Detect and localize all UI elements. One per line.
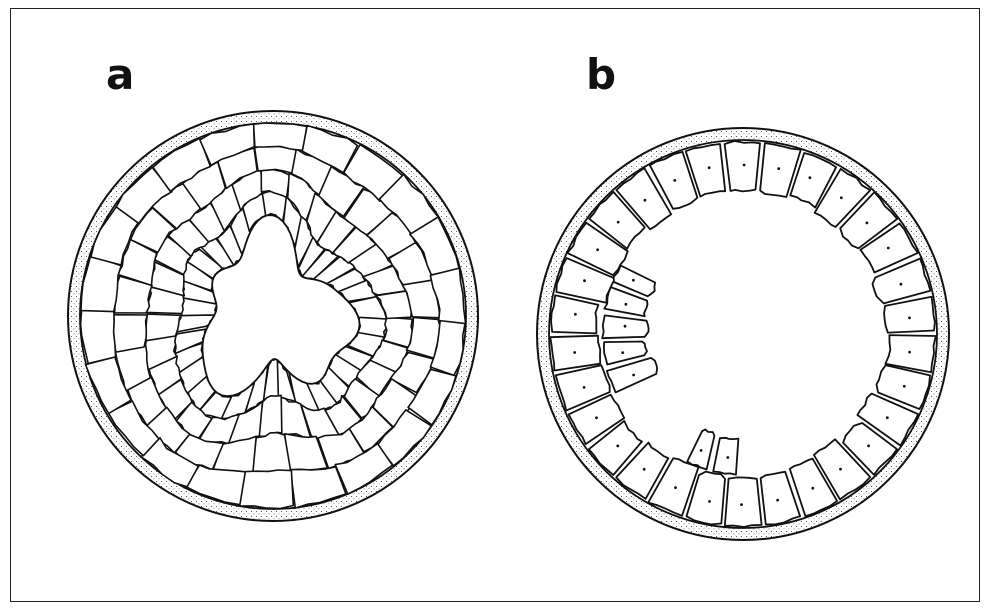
panel-b-cell-nucleus — [700, 449, 703, 452]
panel-a-cell — [114, 315, 148, 352]
panel-b-cell-nucleus — [840, 196, 843, 199]
panel-b-cell-nucleus — [583, 279, 586, 282]
panel-b-cell-nucleus — [621, 351, 624, 354]
panel-b-cell-nucleus — [867, 445, 870, 448]
panel-b-cell-nucleus — [583, 386, 586, 389]
panel-a-cell — [252, 433, 291, 473]
panel-b-cell — [725, 477, 762, 527]
panel-b-cell-nucleus — [644, 199, 647, 202]
panel-b-cell-nucleus — [900, 283, 903, 286]
panel-a-label: a — [106, 54, 134, 96]
panel-b-cell-nucleus — [708, 500, 711, 503]
panel-b-cell — [725, 141, 760, 191]
panel-b-cell-nucleus — [903, 385, 906, 388]
panel-b-cell-nucleus — [625, 303, 628, 306]
panel-b-cell-nucleus — [740, 503, 743, 506]
panel-b-cell-nucleus — [616, 445, 619, 448]
panel-b-cell-nucleus — [743, 164, 746, 167]
panel-b-cell-nucleus — [708, 166, 711, 169]
panel-b-diagram — [537, 128, 949, 540]
panel-b-cell-nucleus — [674, 486, 677, 489]
panel-b-label: b — [586, 54, 616, 96]
panel-b-cell-nucleus — [866, 222, 869, 225]
panel-b-cell-nucleus — [887, 247, 890, 250]
panel-b-cell-nucleus — [776, 499, 779, 502]
panel-a-cell — [254, 123, 307, 150]
panel-b-cell-nucleus — [596, 248, 599, 251]
panel-a-cell — [145, 314, 181, 341]
panel-b-cell-nucleus — [777, 167, 780, 170]
panel-b-cell-nucleus — [595, 416, 598, 419]
panel-a-diagram — [68, 111, 478, 521]
panel-b-cell-nucleus — [886, 416, 889, 419]
panel-b-cell-nucleus — [632, 374, 635, 377]
panel-a-cell — [81, 309, 116, 364]
panel-b-cell-nucleus — [908, 317, 911, 320]
panel-b-cell-nucleus — [574, 313, 577, 316]
panel-b-cell-nucleus — [573, 351, 576, 354]
panel-b-cell-nucleus — [809, 176, 812, 179]
panel-b-cell-nucleus — [673, 179, 676, 182]
panel-b-cell-nucleus — [617, 221, 620, 224]
panel-a-cell — [239, 470, 294, 509]
panel-b-cell-nucleus — [811, 487, 814, 490]
panel-b-cell-nucleus — [908, 351, 911, 354]
panel-b-cell-nucleus — [839, 468, 842, 471]
panel-b-cell-nucleus — [726, 456, 729, 459]
panel-b-cell-nucleus — [643, 468, 646, 471]
panel-b-cell-nucleus — [632, 279, 635, 282]
panel-b-cell-nucleus — [624, 325, 627, 328]
